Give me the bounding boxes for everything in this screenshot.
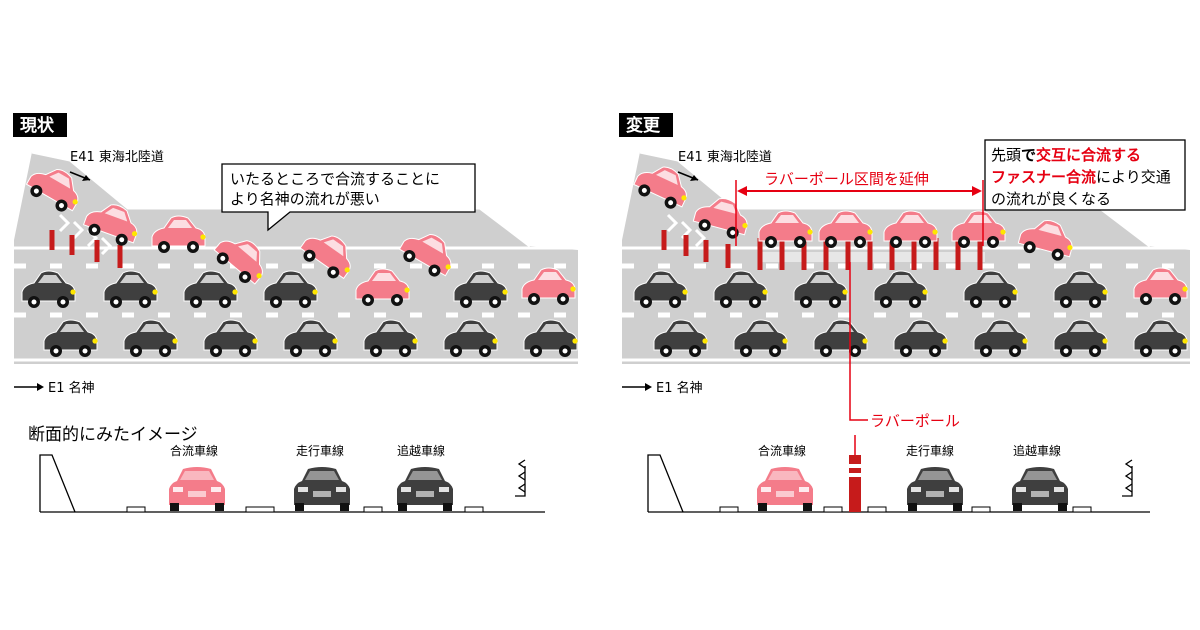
car-icon	[907, 467, 963, 511]
left-callout: いたるところで合流することに より名神の流れが悪い	[221, 163, 476, 232]
arrow-right-icon	[82, 175, 90, 181]
left-road	[14, 150, 578, 364]
signpost-icon	[515, 459, 526, 497]
rubber-pole-icon	[725, 244, 731, 268]
rubber-pole-icon	[779, 238, 785, 270]
pole-label: ラバーポール	[870, 412, 960, 430]
right-ramp-label: E41 東海北陸道	[678, 149, 772, 165]
left-callout-line2: より名神の流れが悪い	[230, 190, 380, 208]
rubber-pole-icon	[845, 238, 851, 270]
car-icon	[294, 467, 350, 511]
car-icon	[1012, 467, 1068, 511]
right-cross-section: 合流車線 走行車線 追越車線	[647, 443, 1150, 513]
left-tag: 現状	[20, 115, 55, 136]
arrow-right-icon	[645, 383, 652, 391]
rubber-pole-icon	[977, 238, 983, 270]
svg-text:ファスナー合流により交通: ファスナー合流により交通	[991, 168, 1171, 186]
right-lane-travel: 走行車線	[906, 443, 954, 458]
left-cross-section: 合流車線 走行車線 追越車線	[39, 443, 545, 513]
left-panel: 現状 E41 東海北陸道 いたるところで合流することに より名神の流れが悪い E…	[13, 113, 579, 396]
rubber-pole-icon	[117, 245, 123, 268]
arrow-right-icon	[37, 383, 44, 391]
left-callout-line1: いたるところで合流することに	[230, 170, 440, 188]
svg-text:先頭で交互に合流する: 先頭で交互に合流する	[991, 146, 1141, 164]
left-tag-bg	[13, 113, 67, 137]
right-lane-passing: 追越車線	[1013, 443, 1061, 458]
callout-head: 先頭	[991, 146, 1021, 164]
extension-dimension: ラバーポール区間を延伸	[735, 168, 984, 246]
rubber-pole-icon	[94, 240, 100, 262]
callout-traffic: により交通	[1096, 168, 1171, 186]
right-tag-bg	[619, 113, 673, 137]
callout-alternate: 交互に合流する	[1036, 146, 1141, 164]
merge-car-icon	[169, 467, 225, 511]
right-panel: 変更 E41 東海北陸道 ラバーポール区間を延伸	[619, 113, 1190, 455]
left-lane-merge: 合流車線	[170, 443, 218, 458]
left-lane-passing: 追越車線	[397, 443, 445, 458]
right-main-label: E1 名神	[656, 380, 703, 396]
extend-label: ラバーポール区間を延伸	[764, 170, 929, 188]
rubber-pole-icon	[823, 238, 829, 270]
right-callout: 先頭で交互に合流する ファスナー合流により交通 の流れが良くなる	[984, 139, 1186, 211]
left-lane-travel: 走行車線	[296, 443, 344, 458]
rubber-pole-icon	[867, 238, 873, 270]
rubber-pole-icon	[911, 238, 917, 270]
rubber-pole-icon	[889, 238, 895, 270]
left-ramp-label: E41 東海北陸道	[70, 149, 164, 165]
callout-de: で	[1021, 146, 1036, 164]
rubber-pole-icon	[703, 240, 709, 262]
car-icon	[397, 467, 453, 511]
rubber-pole-icon	[801, 238, 807, 270]
callout-line3: の流れが良くなる	[991, 190, 1111, 208]
rubber-pole-icon	[661, 230, 667, 250]
rubber-pole-icon	[955, 238, 961, 270]
rubber-pole-icon	[849, 455, 861, 512]
callout-zipper: ファスナー合流	[991, 168, 1096, 186]
rubber-pole-icon	[683, 235, 689, 256]
pole-leader: ラバーポール	[849, 262, 960, 455]
rubber-pole-icon	[757, 238, 763, 270]
left-main-label: E1 名神	[48, 380, 95, 396]
signpost-icon	[1122, 459, 1133, 497]
right-lane-merge: 合流車線	[758, 443, 806, 458]
arrow-right-icon	[690, 175, 698, 181]
right-road	[622, 150, 1190, 364]
right-poles	[661, 230, 983, 270]
cross-section-title: 断面的にみたイメージ	[28, 425, 198, 445]
right-tag: 変更	[626, 115, 661, 136]
rubber-pole-icon	[69, 235, 75, 255]
left-poles	[49, 230, 123, 268]
rubber-pole-icon	[49, 230, 55, 250]
rubber-pole-icon	[933, 238, 939, 270]
merge-car-icon	[757, 467, 813, 511]
cross-section-cars	[169, 467, 1068, 511]
